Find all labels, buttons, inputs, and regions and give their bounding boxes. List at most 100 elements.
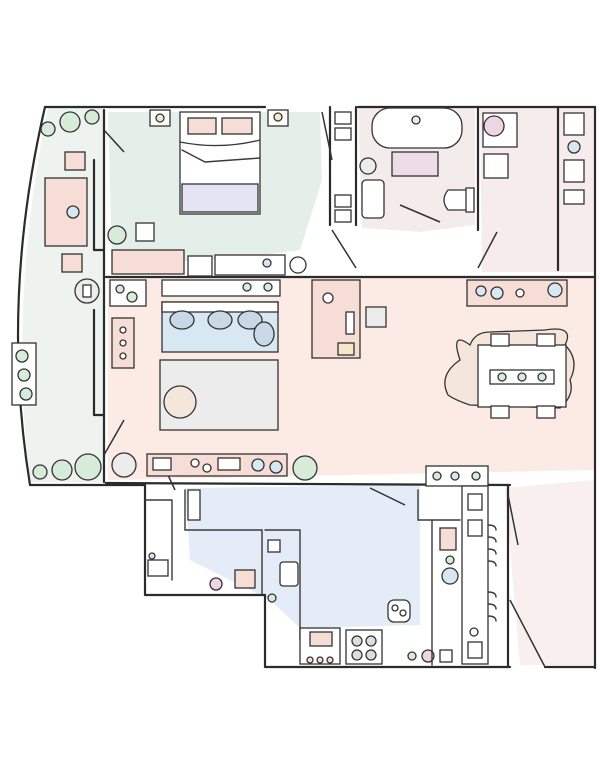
- lamp-right-icon: [273, 112, 283, 122]
- bath-shelf-2: [334, 127, 352, 141]
- lamp-left-icon: [155, 113, 165, 123]
- kitchen-inner-partition: [144, 489, 263, 596]
- bench-item-1-icon: [475, 285, 487, 297]
- burner-3-icon: [351, 649, 363, 661]
- kitchen-left-cabinet: [147, 559, 169, 577]
- bed-pillow-left: [187, 117, 217, 135]
- gallery-table-vase-icon: [66, 205, 80, 219]
- floor-lamp-icon: [289, 256, 307, 274]
- credenza-box-1: [152, 457, 172, 471]
- credenza: [146, 453, 288, 477]
- toilet-tank: [465, 187, 475, 213]
- bath-mat-icon: [391, 151, 439, 177]
- gallery-plant-3-icon: [84, 109, 100, 125]
- closet-box: [483, 153, 509, 179]
- hall-door-2: [509, 599, 546, 668]
- kitchen-pouf-icon: [209, 577, 223, 591]
- shoe-rack-icon: [487, 524, 497, 622]
- work-desk-notebook: [337, 342, 355, 356]
- dresser: [187, 255, 213, 277]
- kitchen-island: [264, 529, 301, 641]
- kitchen-box-pink: [309, 631, 333, 647]
- burner-1-icon: [351, 635, 363, 647]
- credenza-item-1-icon: [190, 458, 200, 468]
- gallery-plant-1-icon: [40, 121, 56, 137]
- walls: [16, 105, 597, 670]
- appliance-knob-1-icon: [445, 555, 455, 565]
- planter-plant-2-icon: [17, 368, 31, 382]
- tv-stand: [161, 279, 281, 297]
- work-desk-laptop: [345, 311, 355, 335]
- living-area: [109, 279, 575, 481]
- wardrobe-knob-icon: [567, 140, 581, 154]
- bath-basin-icon: [359, 157, 377, 175]
- planter-plant-3-icon: [19, 387, 33, 401]
- bench-item-2-icon: [490, 286, 504, 300]
- wardrobe-2: [563, 159, 585, 183]
- wardrobe-1: [563, 112, 585, 136]
- burner-2-icon: [365, 635, 377, 647]
- bedroom-closet-door: [321, 111, 333, 161]
- counter-top: [187, 489, 201, 521]
- living-shelf-item-1-icon: [115, 284, 125, 294]
- credenza-box-2: [217, 457, 241, 471]
- bench-item-3-icon: [515, 288, 525, 298]
- tv-stand-plant-1-icon: [242, 282, 252, 292]
- centerpiece-2-icon: [517, 372, 527, 382]
- tv-stand-plant-2-icon: [263, 282, 273, 292]
- cabinet-item-3-icon: [119, 352, 127, 360]
- gallery-inner-column: [92, 158, 106, 417]
- closet-door: [477, 231, 498, 269]
- pantry-column: [461, 485, 489, 665]
- left-gallery: [11, 109, 102, 481]
- gallery-table: [44, 177, 88, 247]
- stove-icon: [345, 629, 383, 665]
- bathtub-drain-icon: [411, 115, 421, 125]
- sofa-cushion-4-icon: [253, 321, 275, 347]
- pantry-shelf-1: [467, 493, 483, 511]
- kitchen-counter-item-2-icon: [421, 649, 435, 663]
- closet-wash: [480, 108, 595, 272]
- bath-vanity: [361, 179, 385, 219]
- top-shelf-item-2-icon: [450, 471, 460, 481]
- kitchen-door: [369, 487, 406, 506]
- tv-console-plant-icon: [262, 258, 272, 268]
- bath-door: [331, 229, 357, 269]
- bedroom-door: [103, 129, 125, 153]
- gallery-plant-4-icon: [32, 464, 48, 480]
- kitchen-right-counter: [417, 489, 461, 666]
- counter-dot-1-icon: [306, 656, 314, 664]
- dining-chair-1-icon: [490, 333, 510, 347]
- dining-chair-4-icon: [536, 405, 556, 419]
- planter-plant-1-icon: [15, 349, 29, 363]
- bath-inner-door: [399, 204, 441, 223]
- top-shelf-item-3-icon: [471, 471, 481, 481]
- pantry-shelf-2: [467, 519, 483, 537]
- gallery-plant-6-icon: [74, 453, 102, 481]
- bedroom-desk: [111, 249, 185, 275]
- bath-shelf-4: [334, 209, 352, 223]
- kitchen-counter-item-1-icon: [407, 651, 417, 661]
- tv-console: [214, 254, 286, 276]
- living-shelf: [109, 279, 147, 307]
- island-box: [267, 539, 281, 553]
- coffee-table-pouf-icon: [163, 385, 197, 419]
- living-corner-plant-icon: [111, 452, 137, 478]
- credenza-plant-icon: [292, 455, 318, 481]
- kitchen-wash: [185, 485, 420, 628]
- bath-shelf-1: [334, 111, 352, 125]
- bath-left-wall: [328, 105, 358, 227]
- kitchen-appliance: [439, 527, 457, 551]
- appliance-knob-2-icon: [441, 567, 459, 585]
- bench-item-4-icon: [547, 282, 563, 298]
- left-curved-wall: [16, 105, 47, 487]
- gallery-chair-1-icon: [64, 151, 86, 171]
- dining-chair-2-icon: [536, 333, 556, 347]
- living-door: [103, 419, 125, 456]
- cabinet-item-2-icon: [119, 339, 127, 347]
- kitchen-small-shelf: [234, 569, 256, 589]
- living-shelf-item-2-icon: [126, 291, 138, 303]
- gallery-plant-2-icon: [59, 111, 81, 133]
- kitchen-outer-walls: [143, 483, 512, 669]
- sofa-cushion-1-icon: [169, 310, 195, 330]
